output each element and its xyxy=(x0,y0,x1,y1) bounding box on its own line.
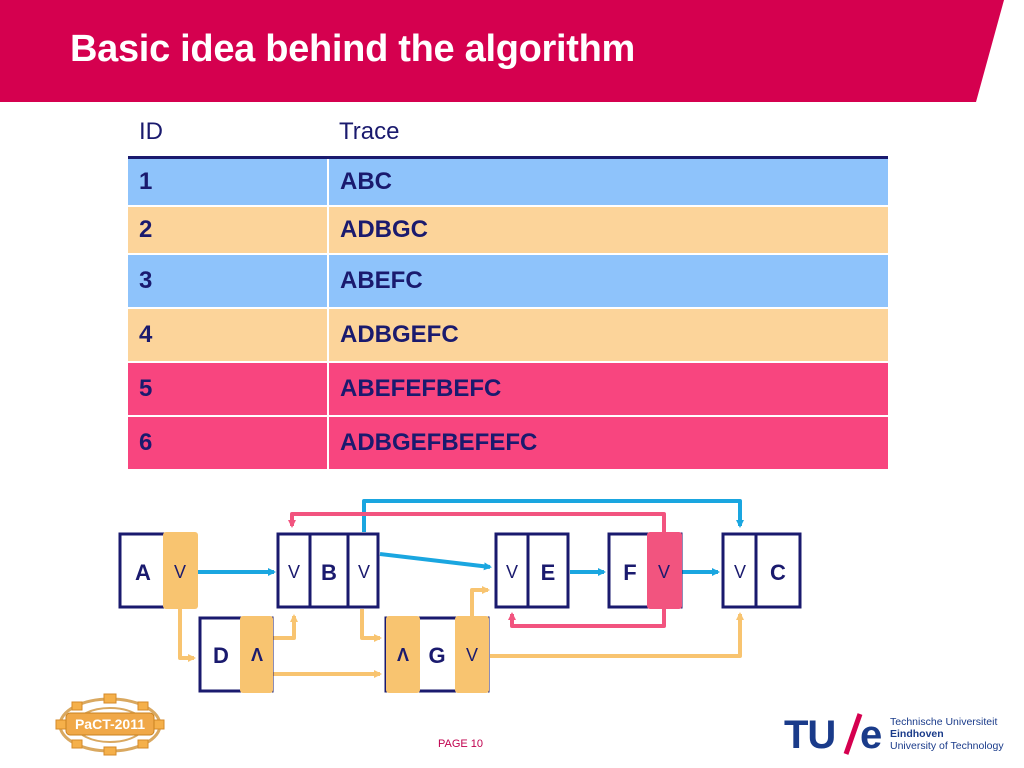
port-and-label: Λ xyxy=(251,645,263,665)
row-trace: ABEFEFBEFC xyxy=(328,362,888,416)
trace-table: ID Trace 1 ABC 2 ADBGC 3 ABEFC 4 ADBGEFC xyxy=(128,108,888,471)
slide-title: Basic idea behind the algorithm xyxy=(70,28,636,70)
port-or-label: V xyxy=(466,645,478,665)
port-or-label: V xyxy=(358,562,370,582)
row-id: 1 xyxy=(128,157,329,206)
title-band: Basic idea behind the algorithm xyxy=(0,0,1024,102)
port-or-label: V xyxy=(658,562,670,582)
arrow-a-to-d xyxy=(178,609,196,662)
arrow-f-loop-to-b xyxy=(288,512,666,532)
port-or-label: V xyxy=(174,562,186,582)
arrow-g-to-c xyxy=(490,612,744,658)
table-row: 3 ABEFC xyxy=(128,254,888,308)
node-g: Λ G V xyxy=(384,616,490,693)
node-a: A V xyxy=(118,532,198,609)
tue-logo: TU e xyxy=(784,713,882,757)
table-header-row: ID Trace xyxy=(128,108,888,158)
row-trace: ADBGEFBEFEFC xyxy=(328,416,888,470)
column-header-trace: Trace xyxy=(339,118,400,145)
port-or-label: V xyxy=(288,562,300,582)
node-f-output-or-port xyxy=(647,532,682,609)
node-c: V C xyxy=(721,532,802,609)
row-id: 6 xyxy=(128,416,329,470)
pact-logo-text: PaCT-2011 xyxy=(75,716,145,732)
row-trace: ABEFC xyxy=(328,254,888,308)
tue-line-1: Technische Universiteit xyxy=(890,716,998,728)
node-e: V E xyxy=(494,532,570,609)
svg-text:e: e xyxy=(860,713,882,757)
row-id: 3 xyxy=(128,254,329,308)
arrow-g-to-e xyxy=(470,586,490,618)
row-trace: ADBGC xyxy=(328,206,888,254)
table-row: 4 ADBGEFC xyxy=(128,308,888,362)
arrow-b-to-g xyxy=(360,609,382,642)
port-and-label: Λ xyxy=(397,645,409,665)
pact-2011-logo: PaCT-2011 xyxy=(55,693,165,756)
node-c-label: C xyxy=(770,560,786,585)
row-trace: ADBGEFC xyxy=(328,308,888,362)
row-id: 2 xyxy=(128,206,329,254)
arrow-b-to-e xyxy=(379,552,492,571)
title-band-shape xyxy=(0,0,1004,102)
node-a-output-or-port xyxy=(163,532,198,609)
page-number: PAGE 10 xyxy=(438,738,484,750)
arrow-b-to-c-top xyxy=(362,499,744,532)
node-d: D Λ xyxy=(198,616,274,693)
table-row: 2 ADBGC xyxy=(128,206,888,254)
node-g-label: G xyxy=(428,643,445,668)
table-row: 1 ABC xyxy=(128,157,888,206)
column-header-id: ID xyxy=(139,118,163,145)
tue-line-2: Eindhoven xyxy=(890,728,944,740)
node-f: F V xyxy=(607,532,683,609)
table-row: 5 ABEFEFBEFC xyxy=(128,362,888,416)
arrows xyxy=(178,499,744,678)
node-a-label: A xyxy=(135,560,151,585)
tue-name: Technische Universiteit Eindhoven Univer… xyxy=(890,716,1004,752)
row-trace: ABC xyxy=(328,157,888,206)
node-g-input-and-port xyxy=(386,616,420,693)
port-or-label: V xyxy=(734,562,746,582)
svg-text:TU: TU xyxy=(784,713,835,757)
arrow-f-loop-to-e xyxy=(508,608,666,628)
tue-line-3: University of Technology xyxy=(890,740,1004,752)
table-body: 1 ABC 2 ADBGC 3 ABEFC 4 ADBGEFC 5 ABEFEF… xyxy=(128,157,888,470)
port-or-label: V xyxy=(506,562,518,582)
row-id: 5 xyxy=(128,362,329,416)
node-f-label: F xyxy=(623,560,636,585)
node-b: V B V xyxy=(276,532,380,609)
row-id: 4 xyxy=(128,308,329,362)
node-b-label: B xyxy=(321,560,337,585)
table-row: 6 ADBGEFBEFEFC xyxy=(128,416,888,470)
node-d-label: D xyxy=(213,643,229,668)
node-d-output-and-port xyxy=(240,616,273,693)
node-e-label: E xyxy=(541,560,556,585)
node-g-output-or-port xyxy=(455,616,489,693)
